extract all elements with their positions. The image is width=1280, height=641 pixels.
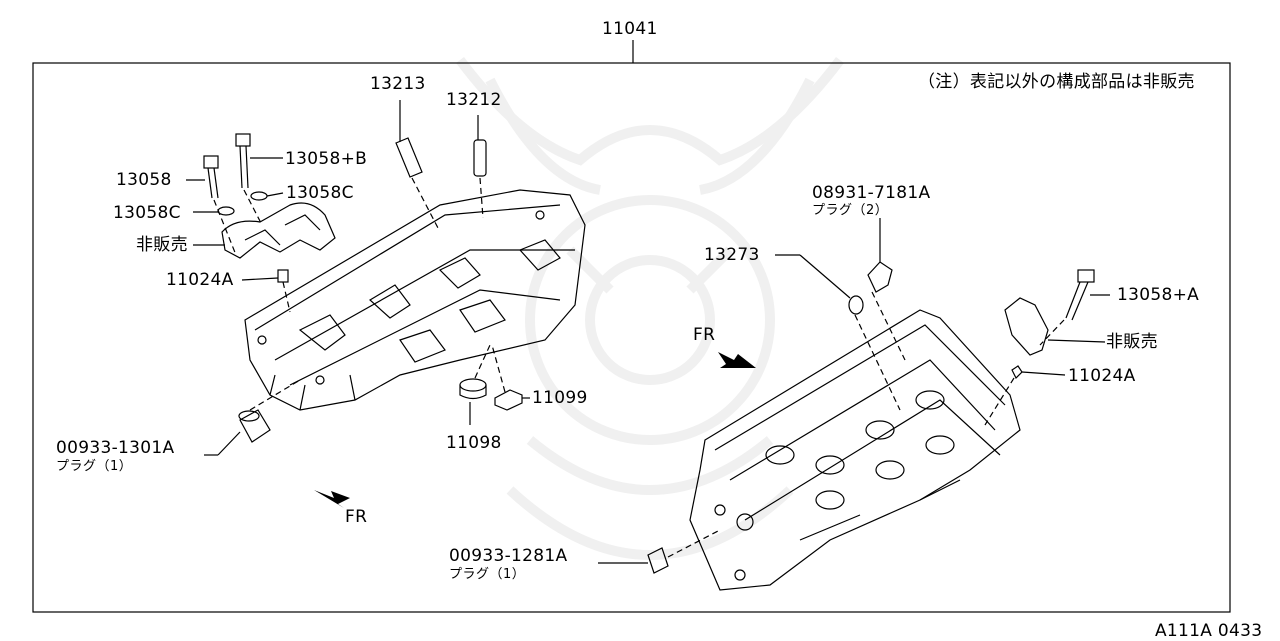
left-cylinder-head [244,189,586,411]
label-11099: 11099 [532,388,588,408]
label-13273: 13273 [704,245,760,265]
left-small-parts [238,378,523,443]
label-11024a-left: 11024A [166,270,234,290]
label-13058: 13058 [116,170,172,190]
note-text: （注）表記以外の構成部品は非販売 [918,72,1195,92]
label-not-sold-right: 非販売 [1106,332,1158,352]
label-not-sold-left: 非販売 [136,235,188,255]
right-cam-bracket [1004,269,1095,380]
leader-lines [186,100,1110,564]
watermark-emblem [456,56,844,560]
label-fr-bottom: FR [345,507,368,527]
label-plug-2: プラグ（2） [812,203,889,218]
left-bolts [203,133,289,283]
dashed-assembly-lines [213,177,1065,558]
label-13213: 13213 [370,74,426,94]
label-13212: 13212 [446,90,502,110]
diagram-frame [32,62,1231,613]
label-11098: 11098 [446,433,502,453]
label-13058c-left: 13058C [113,203,181,223]
label-00933-1301a: 00933-1301A [56,438,175,458]
fr-arrows [314,352,756,508]
label-13058-b: 13058+B [285,149,368,169]
right-small-parts [647,261,893,574]
label-11024a-right: 11024A [1068,366,1136,386]
left-cam-bracket [221,202,336,259]
label-plug-1-right: プラグ（1） [449,567,526,582]
label-13058c-right: 13058C [286,183,354,203]
label-00933-1281a: 00933-1281A [449,546,568,566]
diagram-code: A111A 0433 [1155,621,1263,641]
label-13058-a: 13058+A [1117,285,1200,305]
label-fr-top: FR [693,325,716,345]
right-cylinder-head [689,309,1021,591]
assembly-number: 11041 [602,19,658,39]
label-08931-7181a: 08931-7181A [812,183,931,203]
label-plug-1-left: プラグ（1） [56,459,133,474]
fr-arrow-bottom-icon [314,490,350,508]
fr-arrow-top-icon [718,352,756,368]
dowel-pins [395,137,487,178]
